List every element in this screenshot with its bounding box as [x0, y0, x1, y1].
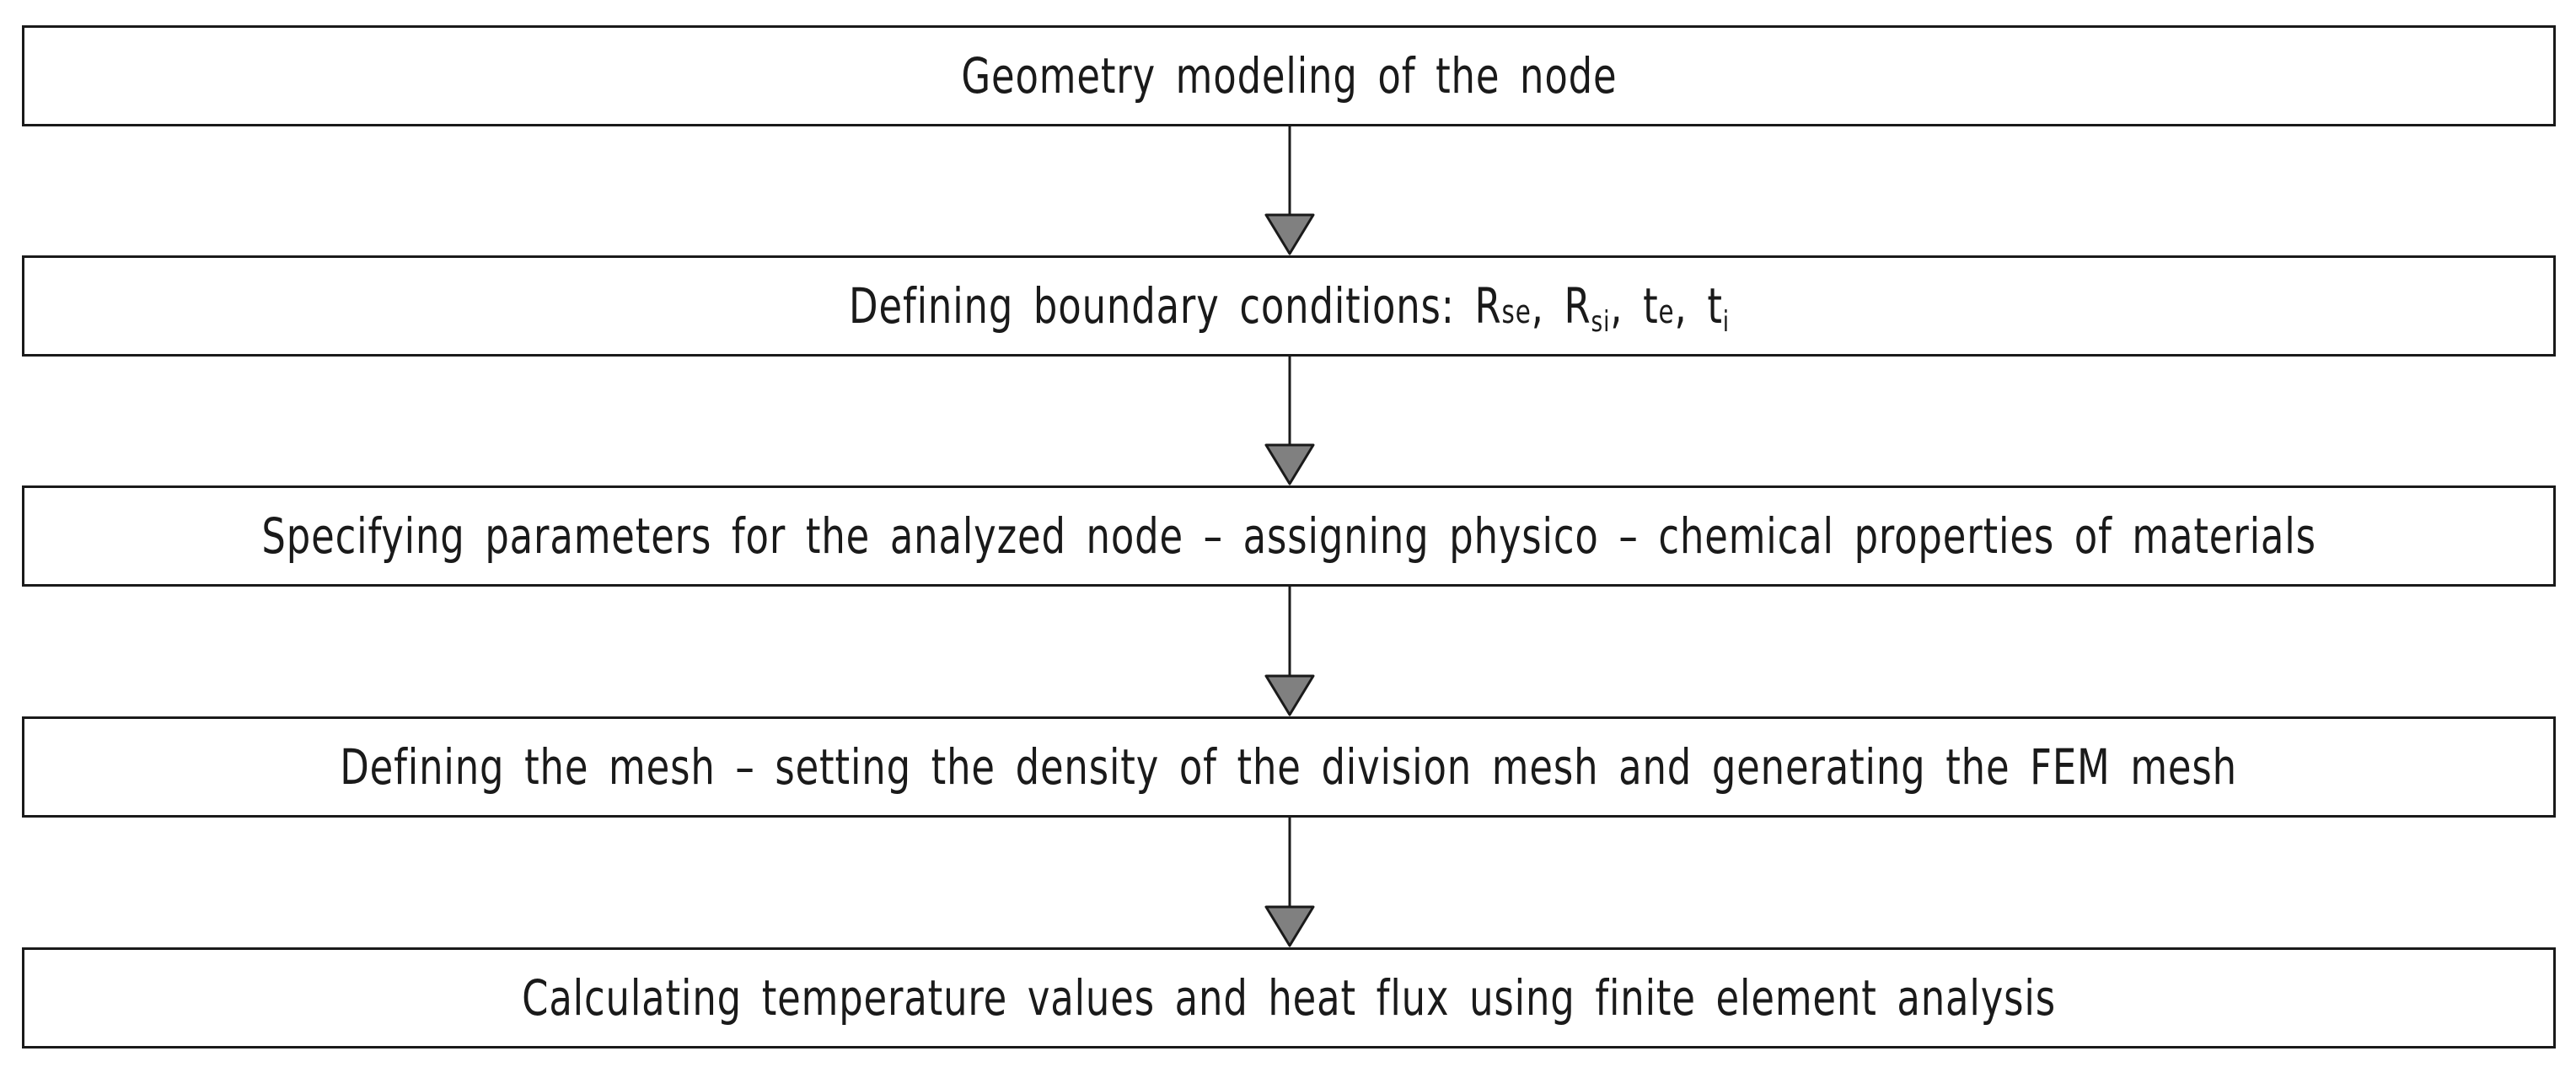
- step-defining-mesh: Defining the mesh – setting the density …: [22, 716, 2556, 818]
- symbol-t-i: ti: [1706, 277, 1730, 339]
- symbol-r-si: Rsi: [1563, 277, 1610, 339]
- step-geometry-modeling-label: Geometry modeling of the node: [960, 47, 1618, 105]
- symbol-r-se: Rse: [1473, 277, 1532, 335]
- step-boundary-conditions-label: Defining boundary conditions: Rse, Rsi, …: [848, 277, 1730, 339]
- step-defining-mesh-label: Defining the mesh – setting the density …: [340, 738, 2238, 796]
- arrow-3-to-4: [1264, 587, 1315, 716]
- step-specifying-parameters-label: Specifying parameters for the analyzed n…: [261, 507, 2316, 565]
- step-boundary-conditions: Defining boundary conditions: Rse, Rsi, …: [22, 255, 2556, 357]
- arrow-2-to-3: [1264, 357, 1315, 485]
- boundary-conditions-prefix: Defining boundary conditions:: [848, 277, 1474, 335]
- step-specifying-parameters: Specifying parameters for the analyzed n…: [22, 485, 2556, 587]
- arrow-1-to-2: [1264, 126, 1315, 255]
- step-calculating-values-label: Calculating temperature values and heat …: [522, 969, 2056, 1027]
- symbol-t-e: te: [1642, 277, 1674, 335]
- step-calculating-values: Calculating temperature values and heat …: [22, 947, 2556, 1049]
- step-geometry-modeling: Geometry modeling of the node: [22, 25, 2556, 126]
- arrow-4-to-5: [1264, 818, 1315, 947]
